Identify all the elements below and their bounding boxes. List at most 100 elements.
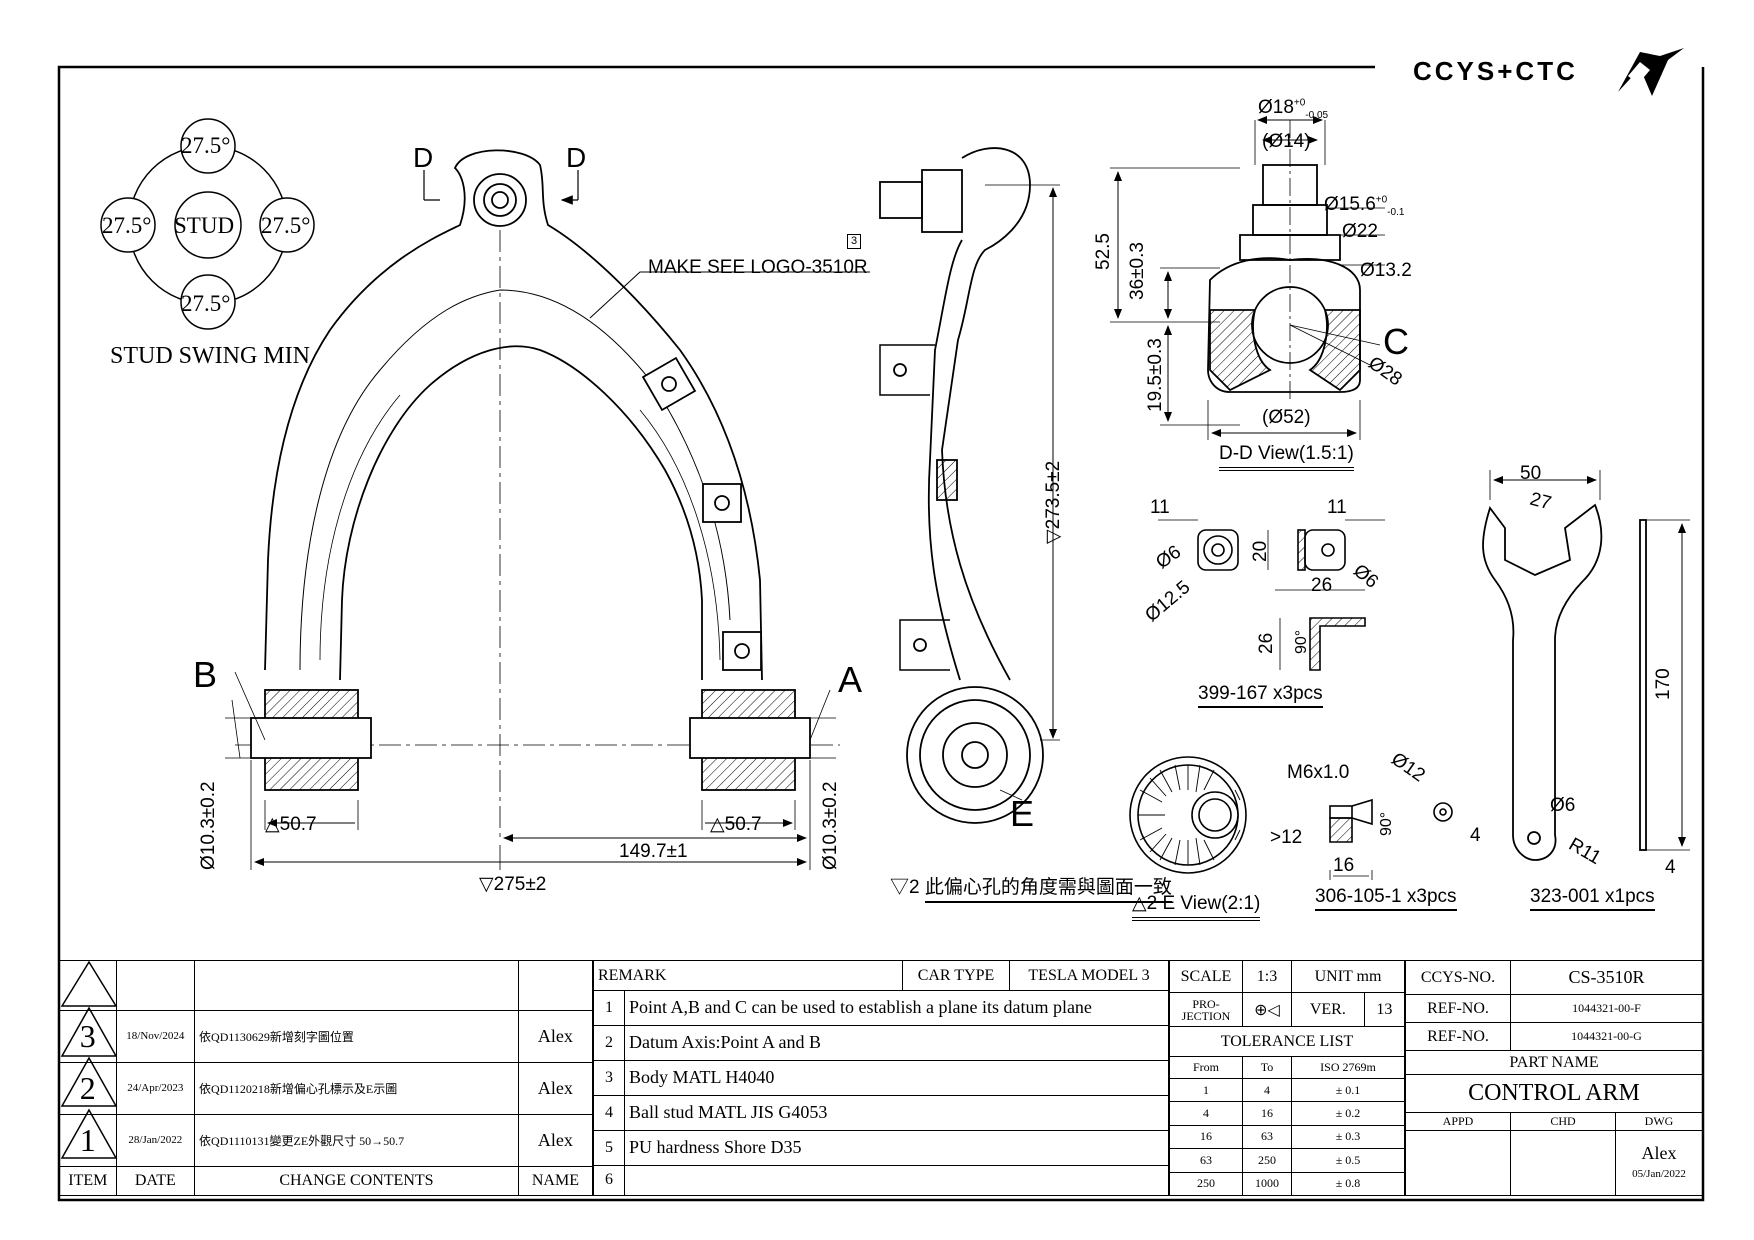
p323-d6: Ø6 bbox=[1550, 795, 1576, 816]
tol-from: 250 bbox=[1169, 1171, 1243, 1197]
tol-to: 250 bbox=[1242, 1148, 1292, 1173]
tol-header-from: From bbox=[1169, 1056, 1243, 1079]
rev-header-content: CHANGE CONTENTS bbox=[194, 1165, 519, 1197]
e-view-note-text: 此偏心孔的角度需與圖面一致 bbox=[924, 877, 1172, 903]
p306-w4: 4 bbox=[1470, 825, 1481, 846]
remark-no: 2 bbox=[593, 1024, 625, 1061]
unit-label: UNIT bbox=[1314, 967, 1353, 985]
dim-total-span-value: 275±2 bbox=[493, 874, 547, 895]
rev-blank-triangle bbox=[59, 960, 117, 1011]
remark-no: 1 bbox=[593, 990, 625, 1026]
appd-value bbox=[1405, 1130, 1511, 1196]
p306-thread: M6x1.0 bbox=[1287, 762, 1350, 783]
remark-text bbox=[624, 1164, 1169, 1197]
version-value: 13 bbox=[1363, 992, 1406, 1027]
dd-dim-d52: (Ø52) bbox=[1262, 407, 1311, 428]
tol-to: 16 bbox=[1242, 1101, 1292, 1126]
part-name-label: PART NAME bbox=[1405, 1050, 1703, 1075]
remark-header: REMARK bbox=[593, 960, 903, 991]
p306-label: 306-105-1 x3pcs bbox=[1315, 887, 1457, 911]
logo-note-revision: 3 bbox=[847, 234, 862, 249]
dim-bushing-left: △50.7 bbox=[265, 814, 317, 835]
rev-item: 1 bbox=[59, 1113, 117, 1167]
dim-half-span: 149.7±1 bbox=[619, 841, 688, 862]
tol-header-std: ISO 2769m bbox=[1291, 1056, 1405, 1079]
p399-h26: 26 bbox=[1256, 632, 1277, 654]
rev-item: 3 bbox=[59, 1009, 117, 1063]
swing-angle-left: 27.5° bbox=[102, 213, 152, 238]
remark-text: Datum Axis:Point A and B bbox=[624, 1024, 1169, 1061]
part-306-105-1-drawing bbox=[1329, 798, 1453, 880]
label-point-e: E bbox=[1010, 793, 1035, 834]
tol-from: 16 bbox=[1169, 1124, 1243, 1150]
scale-value: 1:3 bbox=[1242, 960, 1292, 993]
rev-item: 2 bbox=[59, 1061, 117, 1115]
dd-view-title: D-D View(1.5:1) bbox=[1219, 444, 1354, 471]
swing-angle-right: 27.5° bbox=[261, 213, 311, 238]
remark-row: 6 bbox=[593, 1164, 1169, 1197]
tol-value: ± 0.2 bbox=[1291, 1101, 1405, 1126]
part-323-001-wrench-drawing bbox=[1482, 470, 1690, 861]
chd-value bbox=[1510, 1130, 1616, 1196]
appd-label: APPD bbox=[1405, 1112, 1511, 1131]
label-point-b: B bbox=[193, 654, 218, 695]
title-block-table: CCYS-NO. CS-3510R REF-NO. 1044321-00-F R… bbox=[1405, 960, 1703, 1196]
dwg-name: Alex bbox=[1641, 1143, 1677, 1164]
projection-label-line-2: JECTION bbox=[1181, 1008, 1231, 1023]
dd-dim-d18-value: Ø18 bbox=[1258, 97, 1294, 118]
projection-symbol: ⊕◁ bbox=[1242, 992, 1292, 1027]
remark-no: 6 bbox=[593, 1164, 625, 1197]
p399-label: 399-167 x3pcs bbox=[1198, 684, 1323, 708]
rev-date: 18/Nov/2024 bbox=[115, 1009, 196, 1063]
company-logo: CCYS+CTC bbox=[1413, 56, 1578, 86]
rev-blank-name bbox=[517, 960, 594, 1011]
e-view-note-rev: 2 bbox=[909, 877, 920, 898]
p306-w12: >12 bbox=[1270, 827, 1303, 848]
rev-blank-content bbox=[194, 960, 519, 1011]
p399-w11a: 11 bbox=[1150, 497, 1170, 518]
ref-no-value-1: 1044321-00-F bbox=[1510, 994, 1703, 1023]
rev-content: 依QD1120218新增偏心孔標示及E示圖 bbox=[194, 1061, 519, 1115]
p306-w16: 16 bbox=[1333, 855, 1355, 876]
dd-dim-d18-tol-upper: +0 bbox=[1293, 97, 1306, 109]
e-view-title-rev: 2 bbox=[1146, 893, 1158, 914]
dd-section-view bbox=[1110, 116, 1385, 440]
dwg-label: DWG bbox=[1615, 1112, 1703, 1131]
label-point-a: A bbox=[838, 659, 863, 700]
dim-bore-right: Ø10.3±0.2 bbox=[820, 781, 841, 870]
tol-value: ± 0.1 bbox=[1291, 1077, 1405, 1103]
unit-cell: UNIT mm bbox=[1291, 960, 1405, 993]
dim-bushing-left-value: 50.7 bbox=[279, 814, 317, 835]
version-label: VER. bbox=[1291, 992, 1365, 1027]
tol-header-to: To bbox=[1242, 1056, 1292, 1079]
swing-angle-bottom: 27.5° bbox=[181, 291, 231, 316]
e-view-angle-note: ▽2 此偏心孔的角度需與圖面一致 bbox=[890, 877, 1172, 903]
section-mark-left: D bbox=[413, 142, 434, 173]
remark-no: 4 bbox=[593, 1094, 625, 1131]
tol-value: ± 0.5 bbox=[1291, 1148, 1405, 1173]
stud-swing-caption: STUD SWING MIN bbox=[110, 343, 310, 369]
control-arm-side-view bbox=[879, 147, 1060, 824]
rev-header-item: ITEM bbox=[59, 1165, 117, 1197]
section-mark-right: D bbox=[566, 142, 587, 173]
revision-table: 3 18/Nov/2024 依QD1130629新增刻字圖位置 Alex 2 2… bbox=[59, 960, 594, 1197]
ref-no-value-2: 1044321-00-G bbox=[1510, 1022, 1703, 1051]
rev-date: 24/Apr/2023 bbox=[115, 1061, 196, 1115]
p323-label: 323-001 x1pcs bbox=[1530, 887, 1655, 911]
dd-dim-height-19: 19.5±0.3 bbox=[1145, 338, 1166, 412]
ref-no-label: REF-NO. bbox=[1405, 1022, 1511, 1051]
p399-angle: 90° bbox=[1293, 629, 1310, 654]
unit-value: mm bbox=[1356, 967, 1382, 985]
remark-no: 5 bbox=[593, 1129, 625, 1166]
p399-w11b: 11 bbox=[1327, 497, 1347, 518]
tol-to: 1000 bbox=[1242, 1171, 1292, 1197]
dd-dim-d15-tol-upper: +0 bbox=[1375, 194, 1388, 206]
dim-total-span: ▽275±2 bbox=[479, 874, 547, 895]
e-view-title: △2 E View(2:1) bbox=[1132, 893, 1261, 921]
scale-label: SCALE bbox=[1169, 960, 1243, 993]
dd-dim-d15-tol-lower: -0.1 bbox=[1387, 206, 1405, 218]
e-view-drawing bbox=[1129, 756, 1247, 874]
remark-table: REMARK CAR TYPE TESLA MODEL 3 1 Point A,… bbox=[593, 960, 1169, 1197]
